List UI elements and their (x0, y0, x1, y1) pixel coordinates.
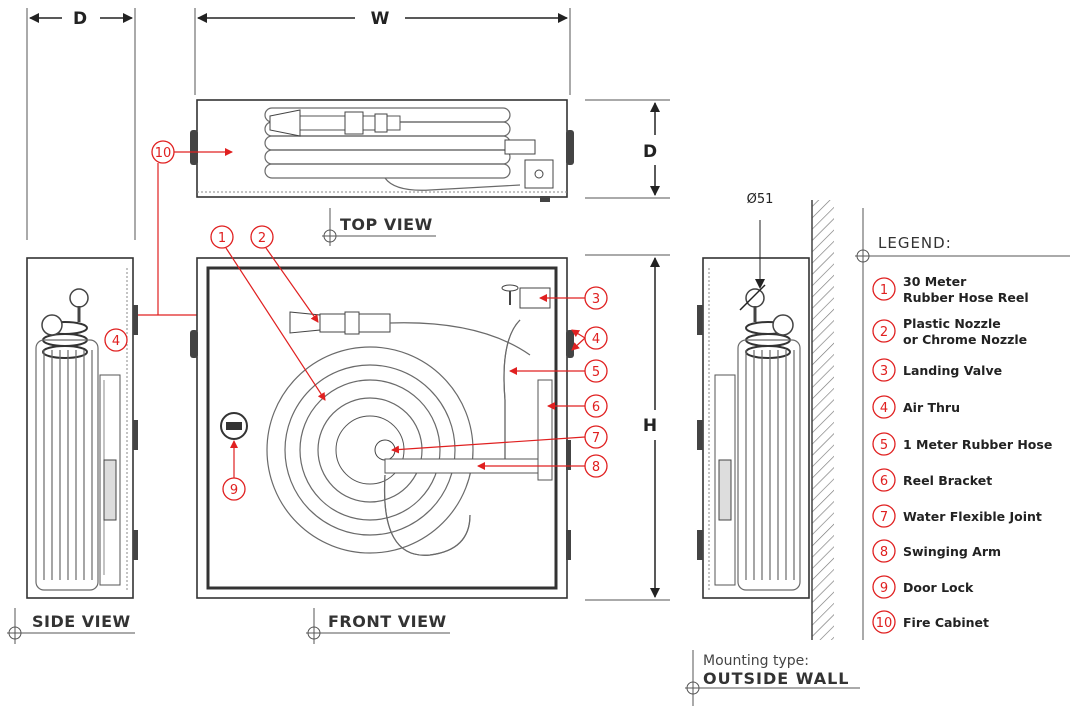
front-view: 1 2 3 4 5 6 7 8 9 FRONT VIEW (190, 225, 608, 644)
legend-label: Plastic Nozzle (903, 316, 1001, 331)
top-view-label: TOP VIEW (340, 215, 433, 234)
depth-label-top: D (643, 142, 657, 162)
side-view-label: SIDE VIEW (32, 612, 131, 631)
callout-number-4-front: 4 (592, 332, 600, 347)
legend-number: 2 (880, 325, 888, 340)
legend-item: 6 Reel Bracket (872, 468, 992, 492)
callout-number-3: 3 (592, 292, 600, 307)
legend-item: 8 Swinging Arm (872, 539, 1001, 563)
legend-label-line2: Rubber Hose Reel (903, 290, 1029, 305)
depth-label-side: D (73, 9, 87, 29)
legend-label-line2: or Chrome Nozzle (903, 332, 1027, 347)
legend-label: Water Flexible Joint (903, 509, 1042, 524)
dimension-lines: D W D H (26, 8, 670, 601)
callout-number-6: 6 (592, 400, 600, 415)
legend-label: Swinging Arm (903, 544, 1001, 559)
width-label: W (371, 9, 390, 29)
callout-number-1: 1 (218, 231, 226, 246)
legend-label: Air Thru (903, 400, 960, 415)
legend-item: 10 Fire Cabinet (872, 610, 989, 634)
callout-number-5: 5 (592, 365, 600, 380)
callout-number-2: 2 (258, 231, 266, 246)
legend-item: 7 Water Flexible Joint (872, 504, 1042, 528)
legend-number: 7 (880, 510, 888, 525)
height-label: H (643, 416, 657, 436)
mounting-type-value: OUTSIDE WALL (703, 669, 849, 688)
legend-number: 4 (880, 401, 888, 416)
legend-label: Door Lock (903, 580, 974, 595)
legend-number: 9 (880, 581, 888, 596)
legend-item: 3 Landing Valve (872, 358, 1002, 382)
legend-number: 8 (880, 545, 888, 560)
legend-number: 3 (880, 364, 888, 379)
legend-label: 1 Meter Rubber Hose (903, 437, 1052, 452)
callout-number-7: 7 (592, 431, 600, 446)
callout-number-4-side: 4 (112, 334, 120, 349)
callout-number-10-top: 10 (155, 146, 172, 161)
legend-item: 5 1 Meter Rubber Hose (872, 432, 1052, 456)
legend: LEGEND: 1 30 Meter Rubber Hose Reel 2 Pl… (855, 208, 1070, 640)
legend-label: 30 Meter (903, 274, 967, 289)
mounting-type-label: Mounting type: (703, 653, 809, 669)
callout-number-9: 9 (230, 483, 238, 498)
legend-item: 2 Plastic Nozzle or Chrome Nozzle (872, 316, 1027, 347)
legend-label: Fire Cabinet (903, 615, 989, 630)
legend-number: 5 (880, 438, 888, 453)
front-view-label: FRONT VIEW (328, 612, 447, 631)
legend-number: 1 (880, 283, 888, 298)
legend-item: 1 30 Meter Rubber Hose Reel (872, 274, 1029, 305)
top-view: 10 TOP VIEW (109, 99, 574, 319)
callout-number-8: 8 (592, 460, 600, 475)
legend-label: Reel Bracket (903, 473, 992, 488)
legend-item: 9 Door Lock (872, 575, 974, 599)
legend-number: 6 (880, 474, 888, 489)
legend-label: Landing Valve (903, 363, 1002, 378)
legend-number: 10 (876, 616, 893, 631)
wall-mount-view: Ø51 Mounting type: OUTSIDE WALL (685, 192, 860, 706)
side-view: 4 SIDE VIEW (7, 257, 138, 644)
legend-item: 4 Air Thru (872, 395, 960, 419)
legend-title: LEGEND: (878, 234, 952, 252)
diameter-label: Ø51 (747, 192, 774, 207)
